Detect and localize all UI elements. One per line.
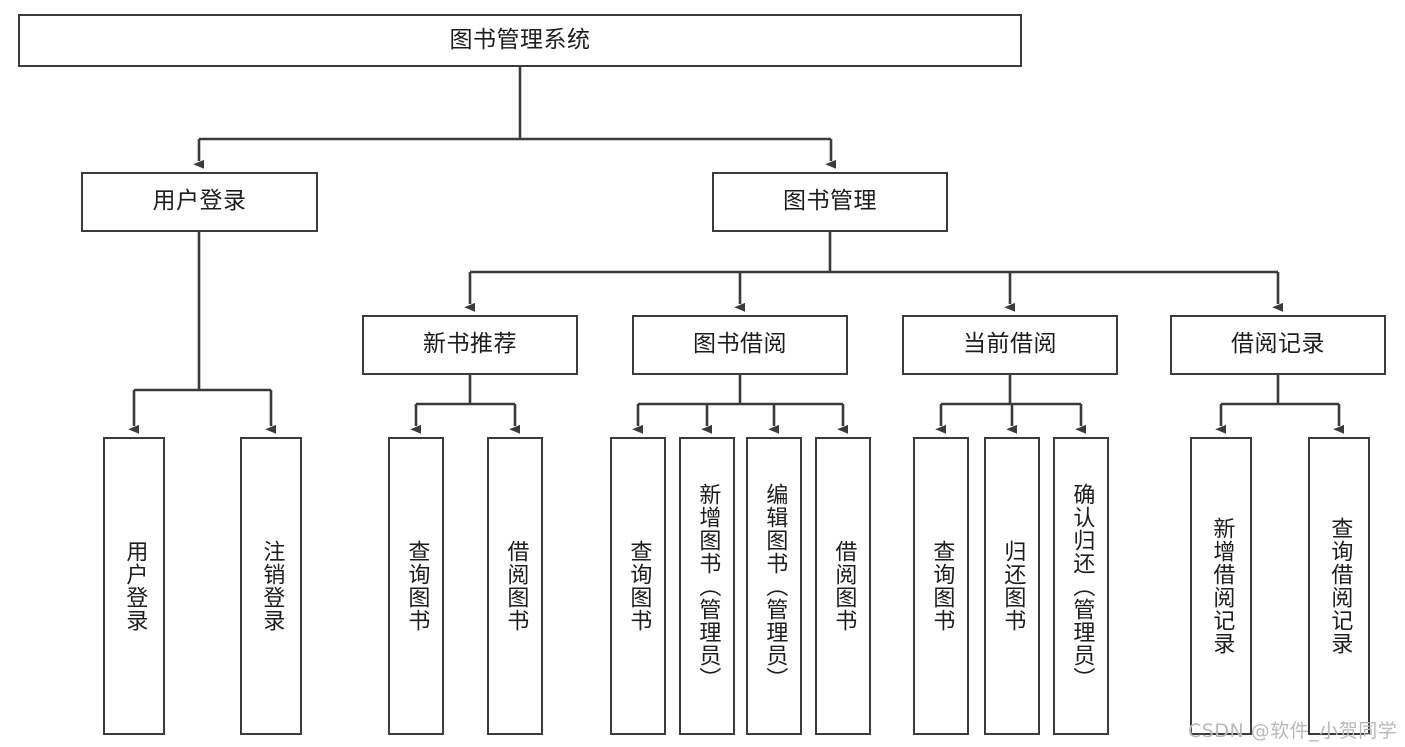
- node-user-login-label: 用户登录: [152, 188, 247, 215]
- leaf-borrow-book-recommend-label: 借阅图书: [503, 540, 529, 632]
- leaf-query-book-current[interactable]: 查询图书: [913, 437, 969, 735]
- leaf-query-book-recommend-label: 查询图书: [404, 540, 430, 632]
- leaf-logout-login[interactable]: 注销登录: [240, 437, 302, 735]
- leaf-add-borrow-record[interactable]: 新增借阅记录: [1190, 437, 1252, 735]
- leaf-return-book-label: 归还图书: [1000, 540, 1026, 632]
- leaf-query-borrow-record[interactable]: 查询借阅记录: [1308, 437, 1370, 735]
- leaf-add-book-admin[interactable]: 新增图书（管理员）: [679, 437, 735, 735]
- node-book-borrow-label: 图书借阅: [693, 331, 787, 358]
- node-borrow-record[interactable]: 借阅记录: [1170, 315, 1386, 375]
- leaf-add-book-admin-label: 新增图书（管理员）: [695, 482, 721, 690]
- leaf-return-book[interactable]: 归还图书: [984, 437, 1040, 735]
- node-current-borrow[interactable]: 当前借阅: [902, 315, 1118, 375]
- leaf-borrow-book-recommend[interactable]: 借阅图书: [487, 437, 543, 735]
- leaf-query-book-borrow[interactable]: 查询图书: [610, 437, 666, 735]
- leaf-confirm-return-admin-label: 确认归还（管理员）: [1069, 482, 1095, 690]
- leaf-add-borrow-record-label: 新增借阅记录: [1209, 517, 1235, 655]
- leaf-user-login[interactable]: 用户登录: [103, 437, 165, 735]
- node-new-book-recommend-label: 新书推荐: [423, 331, 517, 358]
- node-user-login[interactable]: 用户登录: [81, 172, 318, 232]
- node-book-management-label: 图书管理: [783, 188, 877, 215]
- csdn-watermark: CSDN @软件_小贺同学: [1188, 720, 1398, 742]
- leaf-borrow-book[interactable]: 借阅图书: [815, 437, 871, 735]
- node-book-management[interactable]: 图书管理: [712, 172, 948, 232]
- leaf-user-login-label: 用户登录: [122, 540, 148, 632]
- leaf-edit-book-admin[interactable]: 编辑图书（管理员）: [746, 437, 802, 735]
- leaf-borrow-book-label: 借阅图书: [831, 540, 857, 632]
- leaf-edit-book-admin-label: 编辑图书（管理员）: [762, 482, 788, 690]
- leaf-query-borrow-record-label: 查询借阅记录: [1327, 517, 1353, 655]
- leaf-query-book-borrow-label: 查询图书: [626, 540, 652, 632]
- node-root[interactable]: 图书管理系统: [18, 14, 1022, 67]
- leaf-logout-login-label: 注销登录: [259, 540, 285, 632]
- node-borrow-record-label: 借阅记录: [1231, 331, 1325, 358]
- node-current-borrow-label: 当前借阅: [963, 331, 1057, 358]
- leaf-query-book-current-label: 查询图书: [929, 540, 955, 632]
- leaf-confirm-return-admin[interactable]: 确认归还（管理员）: [1053, 437, 1109, 735]
- node-root-label: 图书管理系统: [449, 26, 591, 53]
- node-book-borrow[interactable]: 图书借阅: [632, 315, 848, 375]
- leaf-query-book-recommend[interactable]: 查询图书: [388, 437, 444, 735]
- node-new-book-recommend[interactable]: 新书推荐: [362, 315, 578, 375]
